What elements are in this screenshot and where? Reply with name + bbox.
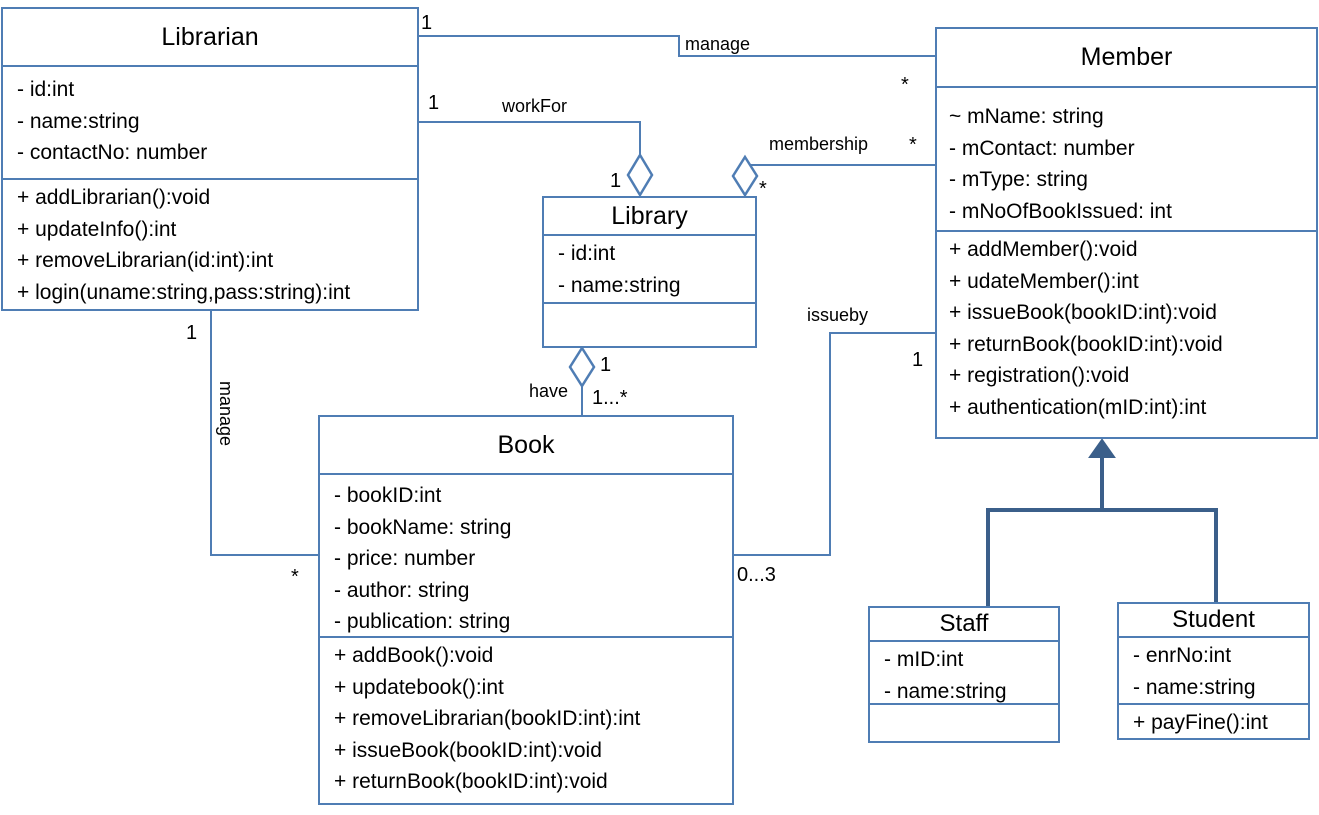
multiplicity-book-manage: * bbox=[291, 566, 299, 588]
multiplicity-member-issueby: 1 bbox=[912, 349, 924, 371]
operations-section: + addBook():void + updatebook():int + re… bbox=[320, 638, 732, 798]
attribute: ~ mName: string bbox=[949, 105, 1104, 128]
attribute: - price: number bbox=[334, 547, 476, 570]
assoc-label-membership: membership bbox=[769, 134, 869, 154]
attribute: - mNoOfBookIssued: int bbox=[949, 199, 1172, 223]
attribute: - mID:int bbox=[884, 648, 964, 671]
operation: + removeLibrarian(bookID:int):int bbox=[334, 707, 641, 730]
class-name: Library bbox=[544, 198, 755, 236]
attribute: - name:string bbox=[1133, 675, 1256, 699]
attributes-section: - bookID:int - bookName: string - price:… bbox=[320, 475, 732, 638]
multiplicity-book-have: 1...* bbox=[592, 387, 628, 409]
assoc-label-manage-book: manage bbox=[216, 381, 236, 447]
attribute: - mContact: number bbox=[949, 136, 1135, 160]
operation: + returnBook(bookID:int):void bbox=[334, 770, 608, 793]
attribute: - bookName: string bbox=[334, 515, 512, 539]
assoc-label-workfor: workFor bbox=[502, 96, 568, 116]
operation: + issueBook(bookID:int):void bbox=[334, 738, 602, 762]
operation: + addMember():void bbox=[949, 238, 1138, 261]
operations-section bbox=[544, 304, 755, 306]
multiplicity-member-manage: * bbox=[901, 74, 909, 96]
assoc-label-issueby: issueby bbox=[807, 305, 869, 325]
class-name: Librarian bbox=[3, 9, 417, 67]
attributes-section: - id:int - name:string - contactNo: numb… bbox=[3, 67, 417, 180]
generalization-arrowhead bbox=[1088, 438, 1116, 458]
operation: + updateInfo():int bbox=[17, 217, 177, 241]
operation: + payFine():int bbox=[1133, 711, 1268, 734]
multiplicity-librarian-manage: 1 bbox=[421, 12, 433, 34]
operation: + authentication(mID:int):int bbox=[949, 395, 1207, 419]
operations-section: + addMember():void + udateMember():int +… bbox=[937, 232, 1316, 423]
operation: + addLibrarian():void bbox=[17, 186, 211, 209]
operation: + updatebook():int bbox=[334, 675, 504, 699]
aggregation-diamond-workfor bbox=[626, 152, 654, 198]
multiplicity-book-issueby: 0...3 bbox=[737, 564, 776, 586]
assoc-librarian-book-manage bbox=[210, 311, 318, 556]
attribute: - bookID:int bbox=[334, 484, 442, 507]
attribute: - name:string bbox=[17, 109, 140, 133]
class-library: Library - id:int - name:string bbox=[542, 196, 757, 348]
class-staff: Staff - mID:int - name:string bbox=[868, 606, 1060, 743]
attribute: - name:string bbox=[558, 273, 681, 297]
attributes-section: - enrNo:int - name:string bbox=[1119, 638, 1308, 705]
attributes-section: ~ mName: string - mContact: number - mTy… bbox=[937, 88, 1316, 232]
attribute: - id:int bbox=[17, 78, 75, 101]
attribute: - author: string bbox=[334, 578, 470, 602]
aggregation-diamond-membership bbox=[731, 154, 759, 198]
attribute: - publication: string bbox=[334, 610, 511, 633]
class-name: Book bbox=[320, 417, 732, 475]
operation: + login(uname:string,pass:string):int bbox=[17, 280, 351, 304]
class-name: Member bbox=[937, 29, 1316, 88]
multiplicity-library-membership: * bbox=[759, 178, 767, 200]
class-student: Student - enrNo:int - name:string + payF… bbox=[1117, 602, 1310, 740]
attributes-section: - mID:int - name:string bbox=[870, 642, 1058, 705]
class-book: Book - bookID:int - bookName: string - p… bbox=[318, 415, 734, 805]
assoc-librarian-member-manage bbox=[419, 35, 935, 57]
attribute: - contactNo: number bbox=[17, 141, 208, 164]
assoc-label-have: have bbox=[529, 381, 569, 401]
multiplicity-librarian-workfor: 1 bbox=[428, 92, 440, 114]
class-name: Student bbox=[1119, 604, 1308, 638]
assoc-member-library-membership bbox=[744, 157, 935, 166]
class-member: Member ~ mName: string - mContact: numbe… bbox=[935, 27, 1318, 439]
assoc-librarian-library-workfor bbox=[419, 121, 641, 155]
assoc-member-book-issueby bbox=[734, 332, 935, 556]
multiplicity-member-membership: * bbox=[909, 134, 917, 156]
assoc-label-manage-member: manage bbox=[685, 34, 751, 54]
operation: + addBook():void bbox=[334, 644, 494, 667]
operation: + registration():void bbox=[949, 364, 1130, 387]
operation: + udateMember():int bbox=[949, 269, 1139, 293]
operations-section: + addLibrarian():void + updateInfo():int… bbox=[3, 180, 417, 308]
multiplicity-library-have: 1 bbox=[600, 354, 612, 376]
class-librarian: Librarian - id:int - name:string - conta… bbox=[1, 7, 419, 311]
class-name: Staff bbox=[870, 608, 1058, 642]
operations-section: + payFine():int bbox=[1119, 705, 1308, 739]
attributes-section: - id:int - name:string bbox=[544, 236, 755, 304]
multiplicity-library-workfor: 1 bbox=[610, 170, 622, 192]
attribute: - name:string bbox=[884, 679, 1007, 703]
multiplicity-librarian-manage-book: 1 bbox=[186, 322, 198, 344]
attribute: - id:int bbox=[558, 242, 616, 265]
attribute: - enrNo:int bbox=[1133, 644, 1232, 667]
operation: + returnBook(bookID:int):void bbox=[949, 332, 1223, 356]
attribute: - mType: string bbox=[949, 168, 1088, 191]
operation: + removeLibrarian(id:int):int bbox=[17, 249, 274, 272]
aggregation-diamond-have bbox=[568, 345, 596, 389]
operation: + issueBook(bookID:int):void bbox=[949, 301, 1217, 324]
